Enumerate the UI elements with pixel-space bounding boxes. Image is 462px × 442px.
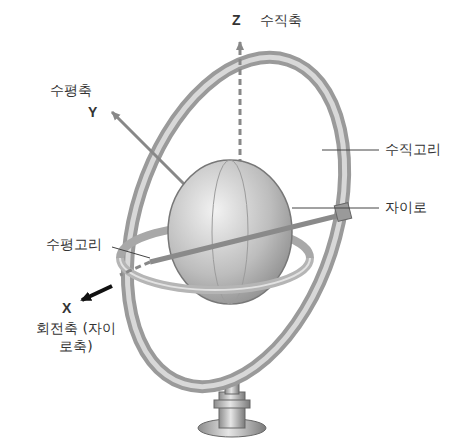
part-label: 수직고리 bbox=[385, 141, 441, 159]
axis-letter: X bbox=[62, 300, 71, 318]
axis-name: 회전축 (자이로축) bbox=[30, 320, 122, 355]
axis-letter: Y bbox=[88, 104, 97, 122]
axis-name: 수직축 bbox=[260, 12, 302, 30]
axis-letter: Z bbox=[232, 12, 241, 30]
axis-name: 수평축 bbox=[50, 82, 92, 100]
part-label: 자이로 bbox=[385, 199, 427, 217]
part-label: 수평고리 bbox=[46, 236, 102, 254]
